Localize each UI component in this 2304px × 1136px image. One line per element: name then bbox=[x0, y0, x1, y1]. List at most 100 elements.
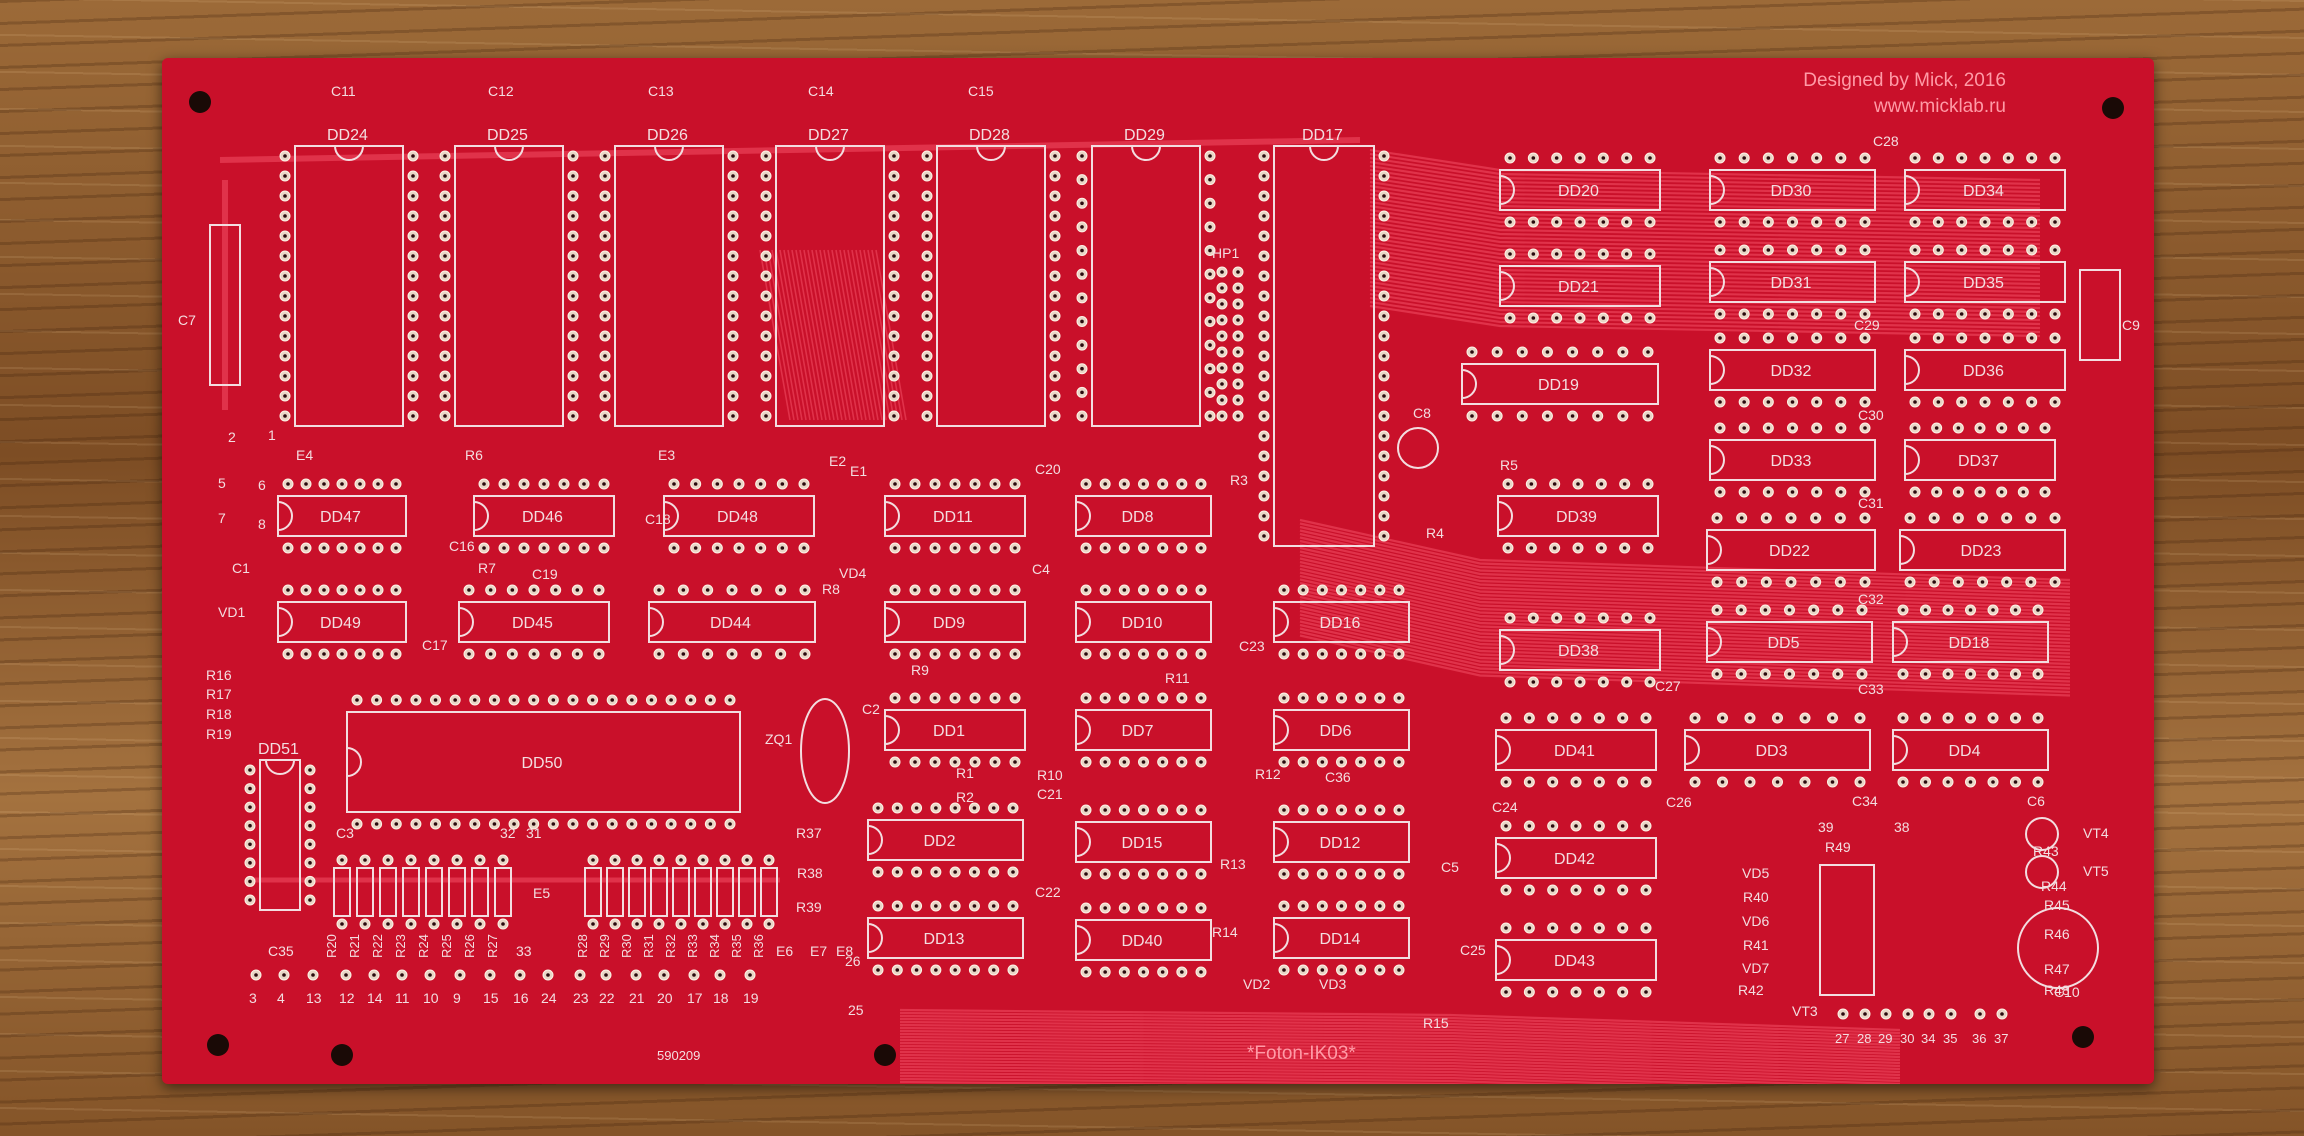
drill-hole bbox=[1301, 968, 1305, 972]
drill-hole bbox=[432, 858, 436, 862]
resistor-array-left-label: R25 bbox=[439, 934, 454, 958]
chip-outline bbox=[473, 495, 615, 537]
trace bbox=[1299, 630, 2071, 694]
drill-hole bbox=[1358, 872, 1363, 876]
drill-hole bbox=[394, 482, 398, 486]
drill-hole bbox=[1508, 252, 1512, 256]
drill-hole bbox=[1860, 672, 1864, 676]
drill-hole bbox=[803, 588, 807, 592]
drill-hole bbox=[1013, 588, 1017, 592]
trace bbox=[1299, 585, 2071, 648]
drill-hole bbox=[254, 973, 258, 977]
component-label: R4 bbox=[1426, 525, 1444, 541]
chip-notch bbox=[1273, 827, 1289, 857]
drill-hole bbox=[657, 858, 661, 862]
drill-hole bbox=[1141, 872, 1146, 876]
component-label: VD7 bbox=[1742, 960, 1769, 976]
chip-notch bbox=[1495, 843, 1511, 873]
drill-hole bbox=[1648, 156, 1652, 160]
drill-hole bbox=[1790, 312, 1795, 316]
drill-hole bbox=[1236, 350, 1240, 354]
drill-hole bbox=[1262, 334, 1266, 338]
chip-label-dd49: DD49 bbox=[320, 615, 361, 632]
drill-hole bbox=[1208, 343, 1212, 347]
drill-hole bbox=[304, 546, 308, 550]
drill-hole bbox=[1959, 248, 1964, 252]
component-label: C36 bbox=[1325, 769, 1351, 785]
drill-hole bbox=[1262, 214, 1266, 218]
chip-label-dd39: DD39 bbox=[1556, 509, 1597, 526]
drill-hole bbox=[283, 214, 287, 218]
chip-label-dd5: DD5 bbox=[1768, 635, 1800, 652]
drill-hole bbox=[2029, 516, 2033, 520]
drill-hole bbox=[603, 154, 607, 158]
drill-hole bbox=[1262, 294, 1266, 298]
trace bbox=[1299, 602, 2071, 666]
drill-hole bbox=[2004, 516, 2009, 520]
trace bbox=[847, 249, 879, 421]
chip-outline bbox=[1904, 439, 2056, 481]
drill-hole bbox=[411, 394, 415, 398]
resistor-array-left-label: R22 bbox=[370, 934, 385, 958]
trace bbox=[899, 1068, 1754, 1084]
resistor-array-left-body bbox=[448, 867, 466, 917]
drill-hole bbox=[1648, 316, 1652, 320]
drill-hole bbox=[443, 334, 447, 338]
drill-hole bbox=[571, 414, 575, 418]
drill-hole bbox=[953, 806, 957, 810]
chip-outline bbox=[1904, 261, 2066, 303]
drill-hole bbox=[1648, 616, 1652, 620]
drill-hole bbox=[1789, 516, 1793, 520]
drill-hole bbox=[1578, 156, 1582, 160]
drill-hole bbox=[1382, 214, 1386, 218]
drill-hole bbox=[933, 696, 937, 700]
trace bbox=[1299, 522, 2071, 585]
drill-hole bbox=[1382, 354, 1386, 358]
drill-hole bbox=[1397, 760, 1401, 764]
drill-hole bbox=[2036, 608, 2040, 612]
drill-hole bbox=[248, 861, 252, 865]
drill-hole bbox=[376, 546, 380, 550]
component-label: R37 bbox=[796, 825, 822, 841]
trace bbox=[899, 1065, 1844, 1084]
drill-hole bbox=[1574, 926, 1578, 930]
chip-notch bbox=[1075, 827, 1091, 857]
drill-hole bbox=[522, 482, 526, 486]
drill-hole bbox=[1208, 225, 1212, 229]
drill-hole bbox=[1946, 716, 1950, 720]
drill-hole bbox=[340, 922, 344, 926]
drill-hole bbox=[1080, 154, 1084, 158]
drill-hole bbox=[1946, 608, 1950, 612]
drill-hole bbox=[482, 546, 486, 550]
drill-hole bbox=[1013, 546, 1017, 550]
chip-notch bbox=[1131, 145, 1161, 161]
drill-hole bbox=[1282, 968, 1286, 972]
drill-hole bbox=[1199, 760, 1203, 764]
drill-hole bbox=[953, 546, 957, 550]
drill-hole bbox=[283, 154, 287, 158]
trace bbox=[1299, 560, 2071, 624]
drill-hole bbox=[1080, 366, 1084, 371]
drill-hole bbox=[1742, 156, 1746, 160]
drill-hole bbox=[1648, 252, 1652, 256]
component-label: E4 bbox=[296, 447, 313, 463]
drill-hole bbox=[603, 294, 607, 298]
drill-hole bbox=[1180, 696, 1184, 700]
drill-hole bbox=[1199, 808, 1203, 812]
drill-hole bbox=[1397, 968, 1401, 972]
trace bbox=[1369, 300, 2041, 334]
drill-hole bbox=[1991, 716, 1995, 720]
drill-hole bbox=[1470, 350, 1474, 354]
chip-notch bbox=[867, 825, 883, 855]
chip-label-dd3: DD3 bbox=[1756, 743, 1788, 760]
component-label: R47 bbox=[2044, 961, 2070, 977]
component-label: C21 bbox=[1037, 786, 1063, 802]
drill-hole bbox=[1220, 318, 1224, 322]
component-label: C5 bbox=[1441, 859, 1459, 875]
drill-hole bbox=[1262, 194, 1266, 198]
trace bbox=[1299, 546, 2071, 610]
bottom-pin-label: 18 bbox=[713, 990, 729, 1006]
trace bbox=[899, 1014, 1901, 1038]
component-label: C14 bbox=[808, 83, 834, 99]
drill-hole bbox=[1839, 336, 1843, 340]
